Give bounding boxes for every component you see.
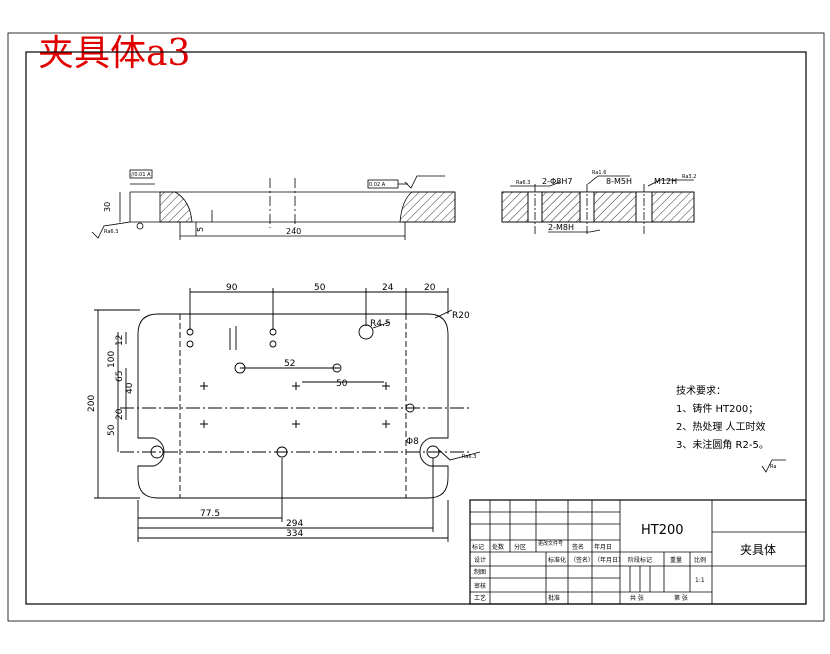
- callout-8h7: 2-Φ8H7: [542, 177, 572, 186]
- hole-dim: Φ8: [406, 437, 419, 447]
- material-field: HT200: [641, 523, 684, 538]
- rev-header-sign: 签名: [572, 543, 584, 551]
- rev-header-doc: 更改文件号: [538, 540, 563, 547]
- weight-label: 重量: [670, 556, 682, 564]
- dim-length: 240: [286, 227, 301, 236]
- dim-top-20: 20: [424, 283, 436, 293]
- dim-52: 52: [284, 359, 295, 369]
- radius-corner: R20: [452, 311, 470, 321]
- rev-header-date: 年月日: [594, 543, 612, 551]
- dim-294: 294: [286, 519, 303, 529]
- section-view: [91, 169, 456, 240]
- dim-overall-height: 200: [87, 395, 97, 412]
- title-block-text: HT200 夹具体 标记 处数 分区 更改文件号 签名 年月日 设计 标准化 （…: [472, 523, 776, 602]
- dim-top-24: 24: [382, 283, 394, 293]
- rev-header-count: 处数: [492, 543, 504, 551]
- draw-label: 制图: [474, 568, 486, 576]
- dim-left-100: 100: [107, 351, 117, 368]
- roughness-side-3: Ra3.2: [682, 174, 696, 180]
- std-label: 标准化: [548, 556, 566, 564]
- roughness-side-2: Ra1.6: [592, 170, 606, 176]
- date-label: （年月日）: [594, 556, 624, 564]
- section-view-text: 30 5 240 Ra6.3 //0.01 A 0.02 A: [103, 172, 386, 236]
- scale-label: 比例: [694, 556, 706, 564]
- sheet-number: 第 张: [674, 594, 688, 602]
- technical-notes: 技术要求： 1、铸件 HT200； 2、热处理 人工时效 3、未注圆角 R2-5…: [676, 384, 776, 470]
- process-label: 工艺: [474, 594, 486, 602]
- scale-value: 1:1: [695, 577, 705, 584]
- dim-left-12: 12: [115, 335, 125, 346]
- check-label: 审核: [474, 582, 486, 590]
- rev-header-zone: 分区: [514, 543, 526, 551]
- roughness-section: Ra6.3: [104, 229, 118, 235]
- note-item-1: 1、铸件 HT200；: [676, 402, 758, 415]
- radius-hole: R4.5: [370, 319, 391, 329]
- notes-heading: 技术要求：: [676, 384, 726, 397]
- part-name-field: 夹具体: [740, 543, 776, 557]
- stage-label: 阶段标记: [628, 556, 652, 564]
- dim-left-40: 40: [125, 382, 135, 394]
- tol-right: 0.02 A: [369, 182, 386, 188]
- note-item-2: 2、热处理 人工时效: [676, 420, 766, 433]
- roughness-plan: Ra6.3: [462, 454, 476, 460]
- plan-view: [94, 288, 481, 542]
- outer-border: [7, 32, 825, 622]
- dim-top-90: 90: [226, 283, 238, 293]
- sign-label: （签名）: [570, 556, 594, 564]
- dim-left-65: 65: [115, 371, 125, 382]
- approve-label: 批准: [548, 594, 560, 602]
- dim-top-50: 50: [314, 283, 326, 293]
- sheet-title-label: 夹具体a3: [38, 33, 191, 74]
- side-view-text: 2-Φ8H7 8-M5H M12H 2-M8H Ra6.3 Ra1.6 Ra3.…: [516, 170, 696, 232]
- side-view: [501, 175, 695, 236]
- callout-m5: 8-M5H: [606, 177, 632, 186]
- dim-left-20: 20: [115, 408, 125, 420]
- tol-left: //0.01 A: [131, 172, 151, 178]
- dim-left-50: 50: [107, 424, 117, 436]
- inner-border: [25, 51, 807, 605]
- callout-m8: 2-M8H: [548, 223, 574, 232]
- dim-334: 334: [286, 529, 303, 539]
- threaded-holes: [200, 382, 390, 428]
- note-item-3: 3、未注圆角 R2-5。: [676, 438, 769, 451]
- callout-m12: M12H: [654, 177, 677, 186]
- design-label: 设计: [474, 556, 486, 564]
- notes-roughness: Ra: [770, 464, 776, 470]
- plan-view-text: 90 50 24 20 R20 R4.5 52 50 100 12 65 40 …: [87, 283, 476, 539]
- title-block: [469, 499, 807, 605]
- dim-height: 30: [103, 202, 112, 212]
- dim-77-5: 77.5: [200, 509, 220, 519]
- dim-50: 50: [336, 379, 348, 389]
- total-sheets: 共 张: [630, 594, 644, 602]
- roughness-side-1: Ra6.3: [516, 180, 530, 186]
- dim-small: 5: [196, 227, 205, 232]
- rev-header-mark: 标记: [472, 543, 484, 551]
